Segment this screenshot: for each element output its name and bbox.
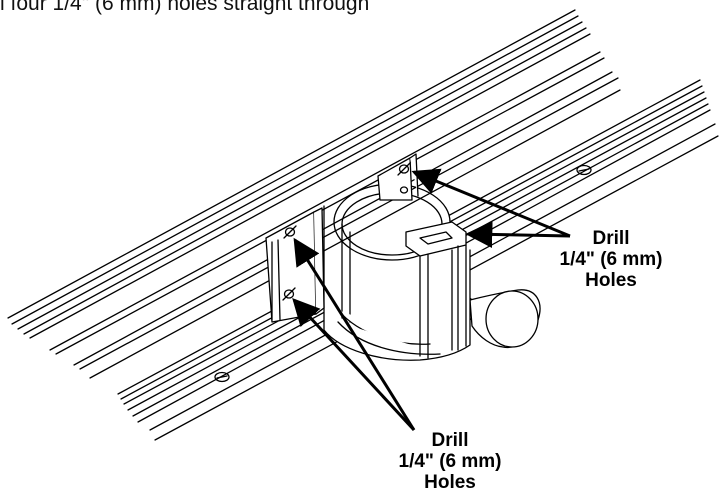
arrow-right-to-latch [465, 220, 571, 248]
callout-drill-holes-bottom: Drill 1/4" (6 mm) Holes [385, 430, 515, 493]
upper-rail [7, 9, 621, 379]
hole-mark-top-left [283, 225, 297, 239]
arrow-bottom-to-bottom-left-hole [292, 298, 416, 432]
clamp-body [323, 183, 471, 361]
hole-mark-right-lower [399, 186, 409, 194]
callout-bottom-line1: Drill [431, 430, 469, 451]
arrow-bottom-to-top-left-hole [293, 237, 416, 431]
callout-bottom-line2: 1/4" (6 mm) [398, 451, 502, 472]
callout-bottom-line3: Holes [424, 472, 476, 493]
screw-right [576, 164, 592, 176]
callout-right-line1: Drill [592, 228, 630, 249]
callout-right-line2: 1/4" (6 mm) [559, 249, 663, 270]
left-bracket [265, 207, 325, 323]
screw-left [214, 371, 230, 383]
arrow-right-to-top-hole [411, 168, 571, 238]
callout-right-line3: Holes [585, 270, 637, 291]
hole-mark-bottom-left [282, 287, 296, 301]
hole-mark-top-right [397, 162, 411, 176]
instruction-text: l four 1/4" (6 mm) holes straight throug… [0, 0, 370, 15]
clamp-knob [456, 289, 541, 349]
callout-drill-holes-right: Drill 1/4" (6 mm) Holes [546, 228, 676, 291]
